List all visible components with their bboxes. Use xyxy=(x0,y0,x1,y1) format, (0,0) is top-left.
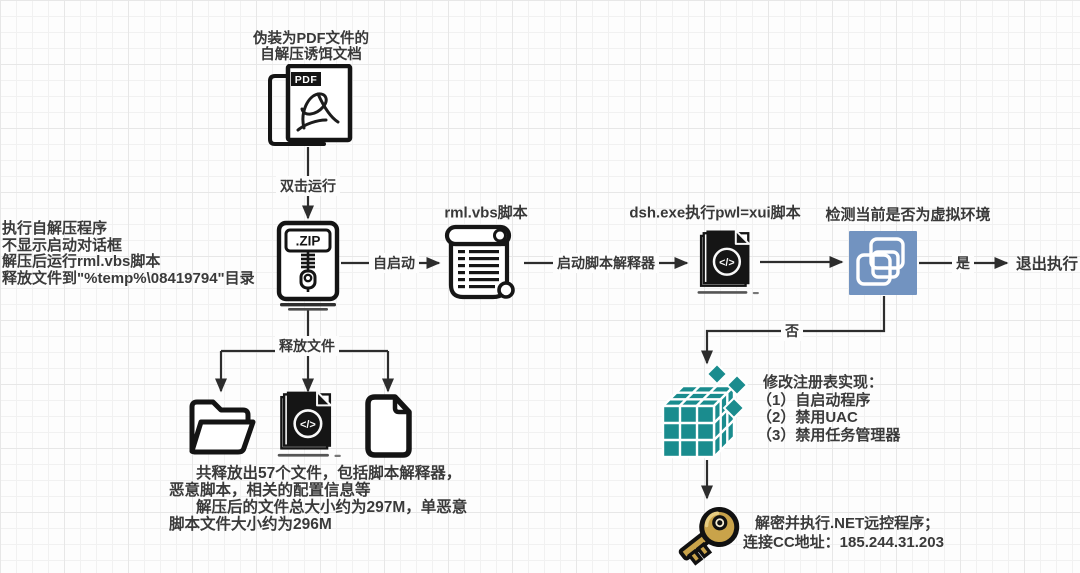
cc-connection-note: 解密并执行.NET远控程序； 连接CC地址：185.244.31.203 xyxy=(743,514,944,552)
adobe-pdf-glyph xyxy=(296,92,340,132)
zip-archive-icon: .ZIP xyxy=(276,220,340,311)
exit-node-label: 退出执行 xyxy=(1016,256,1079,273)
registry-cube-icon xyxy=(660,362,749,460)
dropped-note-line4: 脚本文件大小约为296M xyxy=(169,516,332,533)
registry-diamonds xyxy=(705,362,749,420)
sfx-note-line1: 执行自解压程序 xyxy=(2,220,108,237)
pdf-title-line1: 伪装为PDF文件的 xyxy=(253,31,369,47)
folder-icon xyxy=(189,399,256,455)
registry-actions-note: 修改注册表实现： （1）自启动程序 （2）禁用UAC （3）禁用任务管理器 xyxy=(757,374,900,444)
dropped-script-file-icon: </> xyxy=(277,390,341,457)
zipper-glyph xyxy=(301,251,315,271)
vbs-script-scroll-icon xyxy=(444,224,515,300)
edge-label-double-click: 双击运行 xyxy=(276,176,340,196)
dropped-note-line2: 恶意脚本，相关的配置信息等 xyxy=(169,482,371,499)
key-note-line1: 解密并执行.NET远控程序； xyxy=(755,515,940,532)
document-file-icon xyxy=(365,394,412,458)
pdf-file-icon: PDF xyxy=(268,64,353,146)
pdf-node-title: 伪装为PDF文件的 自解压诱饵文档 xyxy=(236,31,386,63)
code-glyph-text: </> xyxy=(719,257,734,269)
sfx-note-line2: 不显示启动对话框 xyxy=(2,236,123,254)
dropped-note-line1: 共释放出57个文件，包括脚本解释器， xyxy=(196,465,462,482)
edge-label-release-files: 释放文件 xyxy=(275,336,339,356)
pdf-title-line2: 自解压诱饵文档 xyxy=(260,47,362,63)
pdf-badge-text: PDF xyxy=(295,74,318,86)
zip-label-text: .ZIP xyxy=(296,234,321,249)
vm-node-label: 检测当前是否为虚拟环境 xyxy=(825,206,991,224)
sfx-note-line3: 解压后运行rml.vbs脚本 xyxy=(2,253,161,270)
virtual-machine-icon xyxy=(849,231,917,295)
registry-note-item3: （3）禁用任务管理器 xyxy=(757,426,901,444)
dsh-script-file-icon: </> xyxy=(697,229,759,295)
registry-note-item1: （1）自启动程序 xyxy=(757,391,871,409)
edge-label-start-interpreter: 启动脚本解释器 xyxy=(553,253,659,273)
edge-label-no: 否 xyxy=(781,321,803,341)
registry-note-item2: （2）禁用UAC xyxy=(757,409,858,426)
edge-label-autostart: 自启动 xyxy=(369,253,419,273)
vbs-node-label: rml.vbs脚本 xyxy=(444,204,528,222)
key-note-line2: 连接CC地址：185.244.31.203 xyxy=(743,534,944,551)
dropped-note-line3: 解压后的文件总大小约为297M，单恶意 xyxy=(196,499,468,516)
code-glyph-text: </> xyxy=(300,419,316,431)
decrypt-key-icon xyxy=(678,506,740,566)
scroll-text-lines xyxy=(458,250,499,289)
dropped-files-note: 共释放出57个文件，包括脚本解释器， 恶意脚本，相关的配置信息等 解压后的文件总… xyxy=(169,465,467,533)
sfx-note-line4: 释放文件到"%temp%\08419794"目录 xyxy=(2,269,255,287)
sfx-behavior-note: 执行自解压程序 不显示启动对话框 解压后运行rml.vbs脚本 释放文件到"%t… xyxy=(2,220,255,287)
dsh-node-label: dsh.exe执行pwl=xui脚本 xyxy=(629,204,801,222)
edge-label-yes: 是 xyxy=(952,253,974,273)
registry-note-title: 修改注册表实现： xyxy=(763,374,884,391)
